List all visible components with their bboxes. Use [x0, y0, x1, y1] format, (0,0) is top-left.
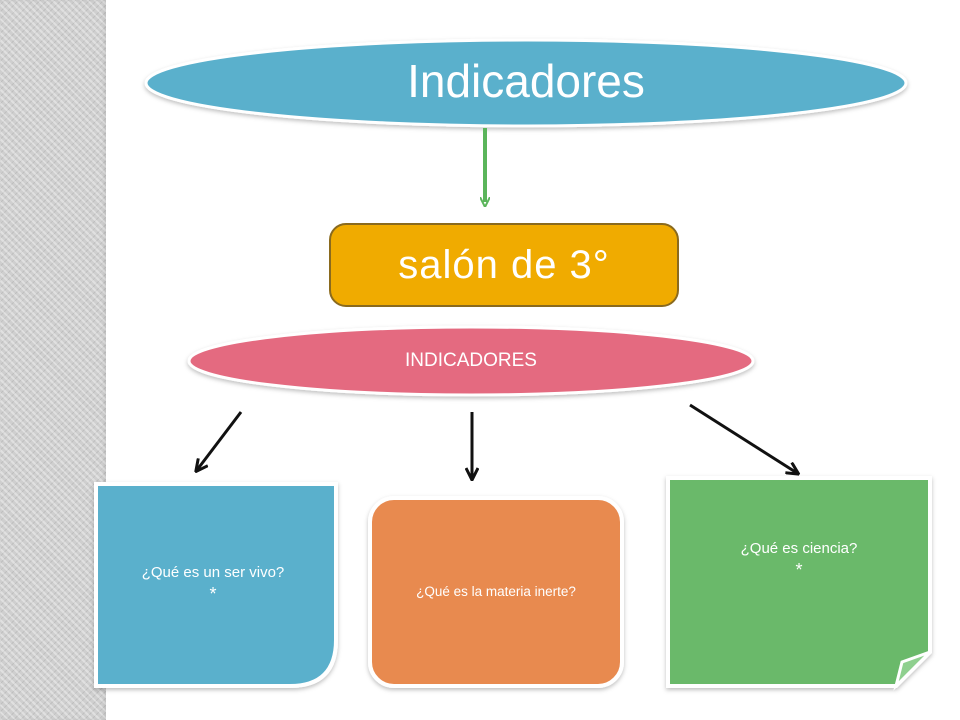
subtitle-box	[329, 223, 679, 307]
card-1-text: ¿Qué es un ser vivo?	[141, 564, 285, 582]
card-2-shape	[368, 496, 624, 688]
card-3-label: ¿Qué es ciencia? *	[666, 476, 932, 688]
title-oval	[144, 38, 908, 128]
patterned-sidebar	[0, 0, 106, 720]
arrow-to-card-3	[689, 403, 797, 473]
card-2-label: ¿Qué es la materia inerte?	[368, 496, 624, 688]
card-1-shape	[94, 482, 338, 688]
card-1-marker: *	[209, 584, 217, 605]
card-1-label: ¿Qué es un ser vivo? *	[88, 482, 338, 688]
card-3-fold	[893, 650, 932, 691]
card-2-text: ¿Qué es la materia inerte?	[416, 583, 576, 599]
subtitle-text: salón de 3°	[398, 243, 610, 287]
title-text: Indicadores	[407, 55, 645, 108]
card-3-marker: *	[795, 559, 803, 580]
card-3-text: ¿Qué es ciencia?	[740, 540, 858, 557]
group-oval	[187, 325, 755, 397]
group-label-text: INDICADORES	[405, 350, 537, 372]
arrow-to-card-1	[197, 411, 243, 470]
